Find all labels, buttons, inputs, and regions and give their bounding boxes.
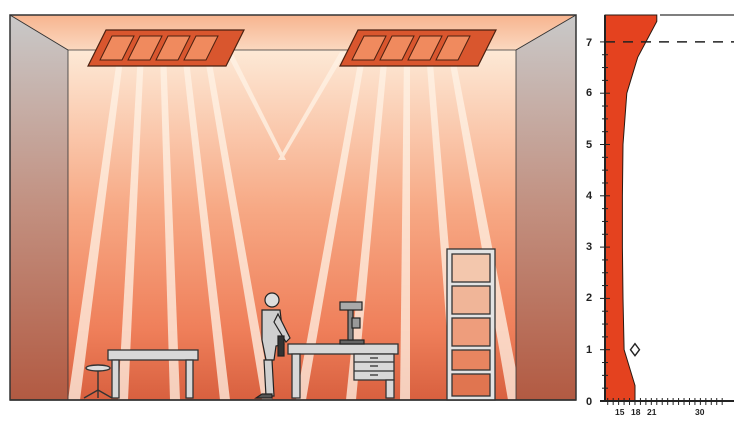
room-illustration bbox=[9, 14, 577, 401]
y-tick-label-1: 1 bbox=[586, 344, 592, 356]
x-tick-label-21: 21 bbox=[647, 407, 657, 417]
workbench bbox=[287, 343, 399, 399]
y-tick-label-0: 0 bbox=[586, 396, 592, 408]
stool bbox=[83, 364, 113, 399]
y-tick-label-6: 6 bbox=[586, 87, 592, 99]
drill-press bbox=[339, 301, 365, 345]
temperature-height-chart: 0 1 2 3 4 5 6 7 15 18 21 30 bbox=[586, 14, 734, 417]
left-table bbox=[107, 349, 199, 399]
y-axis-ticks bbox=[600, 41, 610, 402]
y-tick-label-2: 2 bbox=[586, 292, 592, 304]
ceiling-heater-right bbox=[339, 29, 497, 67]
shelf-unit bbox=[446, 248, 496, 401]
worker-figure bbox=[254, 292, 291, 399]
x-axis-ticks bbox=[607, 398, 723, 405]
x-tick-label-18: 18 bbox=[631, 407, 641, 417]
y-tick-label-7: 7 bbox=[586, 37, 592, 49]
ceiling-heater-left bbox=[87, 29, 245, 67]
y-tick-label-4: 4 bbox=[586, 190, 593, 202]
temperature-profile-area bbox=[604, 14, 658, 402]
x-tick-label-30: 30 bbox=[695, 407, 705, 417]
measurement-point-marker bbox=[629, 342, 641, 357]
heat-beams bbox=[68, 52, 516, 400]
y-tick-label-3: 3 bbox=[586, 241, 592, 253]
x-tick-label-15: 15 bbox=[615, 407, 625, 417]
right-side-wall bbox=[516, 15, 576, 400]
y-tick-label-5: 5 bbox=[586, 139, 592, 151]
left-side-wall bbox=[10, 15, 68, 400]
